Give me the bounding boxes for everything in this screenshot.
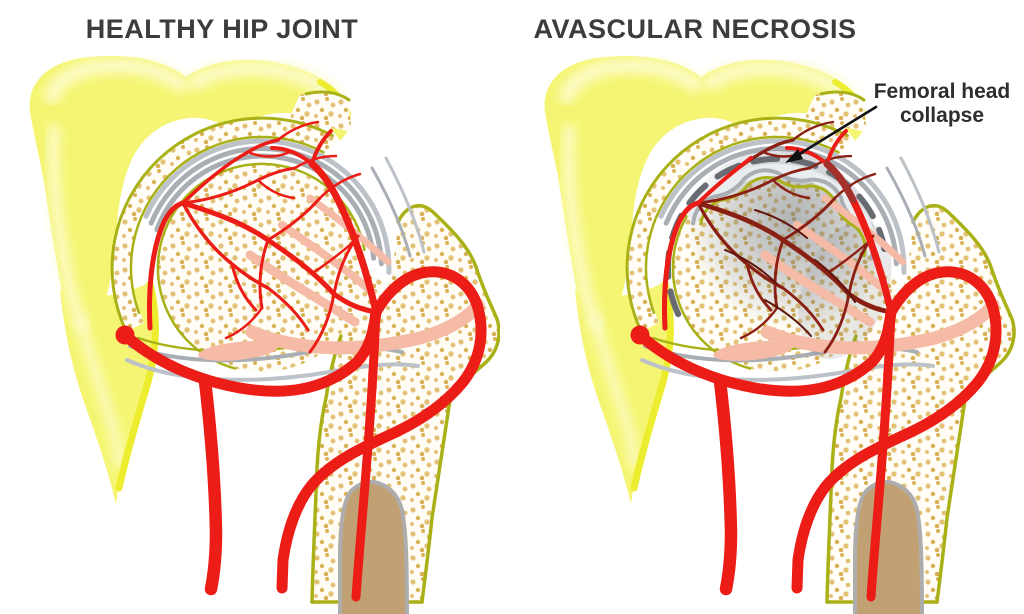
annotation-arrow <box>785 105 878 163</box>
hip-cross-section <box>544 55 1016 614</box>
medullary-canal <box>853 479 924 614</box>
retinacular-vessel <box>245 298 485 355</box>
femoral-arteries <box>115 129 487 602</box>
hip-illustration-healthy <box>0 0 501 614</box>
annotation-line2: collapse <box>899 103 985 127</box>
retinacular-vessel <box>760 298 1000 355</box>
panel-title-healthy: HEALTHY HIP JOINT <box>85 14 359 44</box>
annotation-femoral-head-collapse: Femoral head collapse <box>864 80 1020 127</box>
hip-illustration-avn <box>515 0 1024 614</box>
annotation-line1: Femoral head <box>873 80 1011 103</box>
panel-title-avn: AVASCULAR NECROSIS <box>533 14 857 44</box>
pelvis-bone <box>29 55 351 363</box>
pelvis-bone <box>544 55 866 363</box>
hip-cross-section <box>29 55 501 614</box>
femoral-arteries <box>630 129 1002 602</box>
medullary-canal <box>338 479 409 614</box>
